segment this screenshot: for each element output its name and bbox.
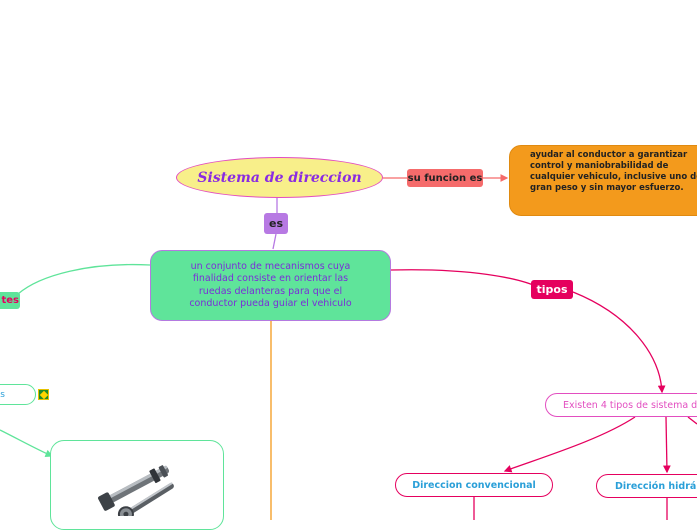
types-intro-text: Existen 4 tipos de sistema d — [563, 400, 697, 411]
definition-node[interactable]: un conjunto de mecanismos cuya finalidad… — [150, 250, 391, 321]
function-text: ayudar al conductor a garantizar control… — [530, 150, 697, 193]
type-convencional-text: Direccion convencional — [412, 480, 536, 491]
types-intro-node[interactable]: Existen 4 tipos de sistema d — [545, 393, 697, 417]
central-topic-label: Sistema de direccion — [197, 170, 361, 186]
left-partial-box[interactable]: s — [0, 384, 36, 405]
brazil-flag-icon — [38, 389, 49, 400]
image-node[interactable] — [50, 440, 224, 530]
link-definition-left — [18, 265, 150, 294]
tipos-text: tipos — [536, 283, 567, 296]
function-node[interactable]: ayudar al conductor a garantizar control… — [509, 145, 697, 216]
link-existen-right — [688, 417, 697, 424]
link-es-definition — [273, 234, 276, 249]
type-node-convencional[interactable]: Direccion convencional — [395, 473, 553, 497]
image-bolt-parts-icon — [95, 456, 185, 516]
es-text: es — [269, 217, 283, 230]
link-existen-hidra — [666, 417, 667, 472]
link-tipos-existen — [573, 292, 662, 392]
link-label-tipos[interactable]: tipos — [531, 280, 573, 299]
left-partial-label[interactable]: tes — [0, 292, 20, 309]
link-left-image — [0, 430, 52, 456]
link-label-su-funcion[interactable]: su funcion es — [407, 169, 483, 187]
type-hidraulica-text: Dirección hidrá — [615, 481, 696, 492]
left-partial-box-text: s — [0, 390, 5, 400]
su-funcion-text: su funcion es — [408, 173, 483, 184]
link-definition-tipos — [391, 270, 540, 288]
type-node-hidraulica[interactable]: Dirección hidrá — [596, 474, 697, 498]
definition-text: un conjunto de mecanismos cuya finalidad… — [177, 261, 364, 311]
link-label-es[interactable]: es — [264, 213, 288, 234]
link-existen-conv — [505, 417, 635, 471]
left-partial-label-text: tes — [1, 295, 19, 306]
central-topic[interactable]: Sistema de direccion — [176, 157, 383, 198]
